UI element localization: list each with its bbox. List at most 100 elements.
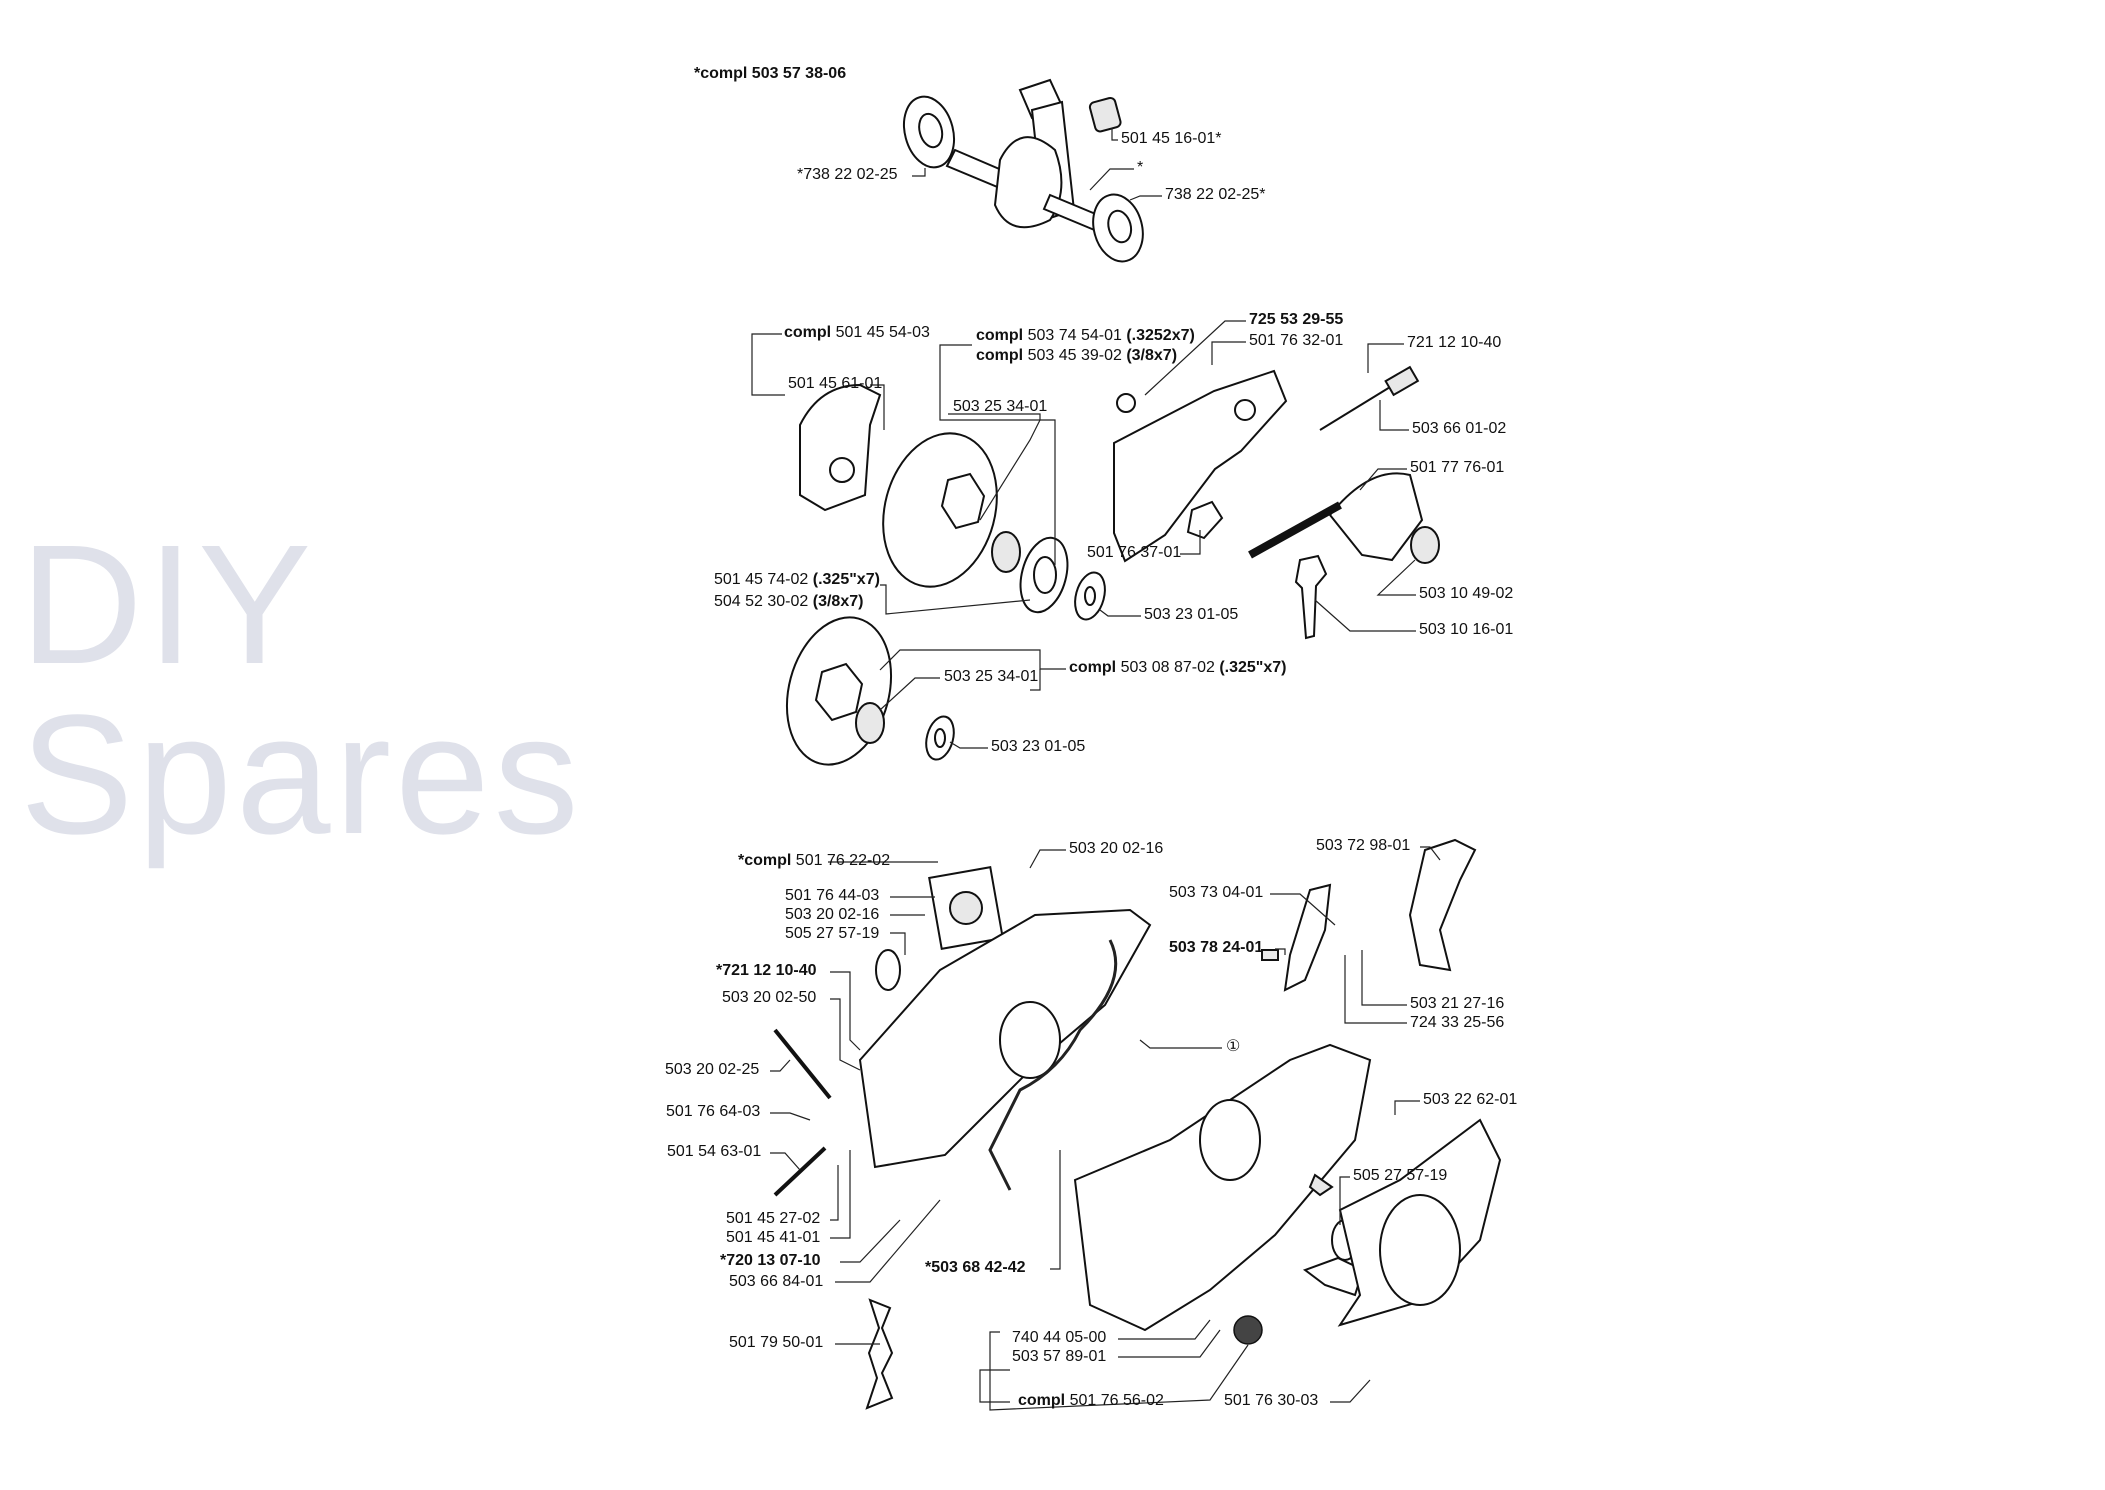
part-label-text: *738 22 02-25 bbox=[797, 166, 898, 183]
part-label-s3-compl: *compl 501 76 22-02 bbox=[738, 853, 890, 869]
part-label-s3-bolt50: 503 20 02-50 bbox=[722, 990, 816, 1006]
part-label-text: 503 25 34-01 bbox=[944, 668, 1039, 685]
part-label-text: 740 44 05-00 bbox=[1012, 1329, 1107, 1346]
part-label-text: 501 45 27-02 bbox=[726, 1210, 821, 1227]
part-label-text: 501 77 76-01 bbox=[1410, 459, 1505, 476]
part-label-bold-text: 725 53 29-55 bbox=[1249, 311, 1344, 328]
part-label-s1-crank: * bbox=[1137, 160, 1143, 176]
part-label-s1-compl: *compl 503 57 38-06 bbox=[694, 66, 846, 82]
part-label-s1-needle: 501 45 16-01* bbox=[1121, 131, 1222, 147]
part-label-text: 503 22 62-01 bbox=[1423, 1091, 1518, 1108]
part-label-s3-cover: 501 76 44-03 bbox=[785, 888, 879, 904]
part-label-s2-guide: 501 76 37-01 bbox=[1087, 545, 1181, 561]
part-label-s3-seal-l: 505 27 57-19 bbox=[785, 926, 879, 942]
part-label-text: 721 12 10-40 bbox=[1407, 334, 1502, 351]
part-label-s3-grommet: 503 78 24-01 bbox=[1169, 940, 1263, 956]
part-label-s3-gasket: *503 68 42-42 bbox=[925, 1260, 1026, 1276]
part-label-s2-washer1: 503 23 01-05 bbox=[1144, 607, 1238, 623]
part-label-s2-clutch: 501 45 61-01 bbox=[788, 376, 882, 392]
part-label-text: 503 10 16-01 bbox=[1419, 621, 1514, 638]
part-label-bold-text: (3/8x7) bbox=[1126, 347, 1178, 364]
part-label-text: 724 33 25-56 bbox=[1410, 1014, 1505, 1031]
part-label-bold-text: *721 12 10-40 bbox=[716, 962, 817, 979]
part-label-text: 501 76 30-03 bbox=[1224, 1392, 1319, 1409]
part-label-s3-seal-r: 505 27 57-19 bbox=[1353, 1168, 1447, 1184]
part-label-s2-shaft: 503 66 01-02 bbox=[1412, 421, 1506, 437]
part-label-bold-text: (3/8x7) bbox=[812, 593, 864, 610]
part-label-s3-ref1: ① bbox=[1226, 1039, 1240, 1055]
clutch-and-oil-pump-assembly bbox=[751, 320, 1440, 766]
part-label-text: 501 76 32-01 bbox=[1249, 332, 1344, 349]
part-label-bold-text: *compl bbox=[738, 852, 792, 869]
part-label-s3-clamp: 503 22 62-01 bbox=[1423, 1092, 1517, 1108]
part-label-text: 501 45 41-01 bbox=[726, 1229, 821, 1246]
part-label-text: 501 45 74-02 bbox=[714, 571, 813, 588]
part-label-s3-bolt25: 503 20 02-25 bbox=[665, 1062, 759, 1078]
part-label-text: 503 10 49-02 bbox=[1419, 585, 1514, 602]
part-label-text: 503 25 34-01 bbox=[953, 398, 1048, 415]
watermark: DIY Spares bbox=[20, 510, 583, 870]
part-label-text: 503 74 54-01 bbox=[1023, 327, 1127, 344]
part-label-text: 501 76 64-03 bbox=[666, 1103, 761, 1120]
part-label-text: 501 45 16-01* bbox=[1121, 130, 1222, 147]
part-label-s3-clip: 503 57 89-01 bbox=[1012, 1349, 1106, 1365]
part-label-text: 501 76 56-02 bbox=[1065, 1392, 1164, 1409]
part-label-text: 503 45 39-02 bbox=[1023, 347, 1127, 364]
part-label-text: 505 27 57-19 bbox=[1353, 1167, 1448, 1184]
part-label-bold-text: (.3252x7) bbox=[1126, 327, 1195, 344]
part-label-text: * bbox=[1137, 159, 1144, 176]
part-label-text: 503 20 02-50 bbox=[722, 989, 817, 1006]
part-label-bold-text: compl bbox=[1069, 659, 1117, 676]
part-label-s3-screw2: 503 20 02-16 bbox=[785, 907, 879, 923]
part-label-text: 501 76 44-03 bbox=[785, 887, 880, 904]
part-label-s2-drum2: compl 503 08 87-02 (.325"x7) bbox=[1069, 660, 1287, 676]
part-label-s3-pin: *721 12 10-40 bbox=[716, 963, 817, 979]
part-label-bold-text: compl bbox=[784, 324, 832, 341]
part-label-s3-oring: 740 44 05-00 bbox=[1012, 1330, 1106, 1346]
part-label-s2-pump: 501 77 76-01 bbox=[1410, 460, 1504, 476]
part-label-s3-valve: 501 76 64-03 bbox=[666, 1104, 760, 1120]
part-label-s2-needle2: 503 25 34-01 bbox=[944, 669, 1038, 685]
part-label-text: 503 20 02-16 bbox=[785, 906, 880, 923]
part-label-bold-text: compl bbox=[976, 327, 1024, 344]
part-label-s3-nut27: 501 45 27-02 bbox=[726, 1211, 820, 1227]
part-label-bold-text: *720 13 07-10 bbox=[720, 1252, 821, 1269]
part-label-text: 501 45 61-01 bbox=[788, 375, 883, 392]
part-label-s2-pin: 721 12 10-40 bbox=[1407, 335, 1501, 351]
part-label-s3-guard: 501 76 30-03 bbox=[1224, 1393, 1318, 1409]
part-label-s2-adjust: 503 10 16-01 bbox=[1419, 622, 1513, 638]
part-label-s2-rim-b: 504 52 30-02 (3/8x7) bbox=[714, 594, 863, 610]
part-label-text: 503 20 02-25 bbox=[665, 1061, 760, 1078]
part-label-s1-bear-r: 738 22 02-25* bbox=[1165, 187, 1266, 203]
part-label-text: 503 08 87-02 bbox=[1116, 659, 1220, 676]
part-label-s2-plate: 501 76 32-01 bbox=[1249, 333, 1343, 349]
part-label-text: 503 66 84-01 bbox=[729, 1273, 824, 1290]
part-label-text: 503 66 01-02 bbox=[1412, 420, 1507, 437]
part-label-s2-needle1: 503 25 34-01 bbox=[953, 399, 1047, 415]
part-label-bold-text: *503 68 42-42 bbox=[925, 1259, 1026, 1276]
part-label-text: 503 23 01-05 bbox=[1144, 606, 1239, 623]
crankshaft-assembly bbox=[903, 78, 1162, 263]
part-label-s3-plate: 503 73 04-01 bbox=[1169, 885, 1263, 901]
part-label-s3-deflector: 503 72 98-01 bbox=[1316, 838, 1410, 854]
part-label-text: 503 72 98-01 bbox=[1316, 837, 1411, 854]
part-label-text: 501 45 54-03 bbox=[831, 324, 930, 341]
part-label-s2-worm: 503 10 49-02 bbox=[1419, 586, 1513, 602]
part-label-s3-screw16: 503 21 27-16 bbox=[1410, 996, 1504, 1012]
part-label-text: 503 57 89-01 bbox=[1012, 1348, 1107, 1365]
part-label-text: 503 20 02-16 bbox=[1069, 840, 1164, 857]
part-label-s3-screw-top: 503 20 02-16 bbox=[1069, 841, 1163, 857]
part-label-bold-text: *compl 503 57 38-06 bbox=[694, 65, 847, 82]
part-label-s2-screw: 725 53 29-55 bbox=[1249, 312, 1343, 328]
part-label-s3-pin720: *720 13 07-10 bbox=[720, 1253, 821, 1269]
part-label-text: 503 23 01-05 bbox=[991, 738, 1086, 755]
part-label-s2-drum-a: compl 503 74 54-01 (.3252x7) bbox=[976, 328, 1195, 344]
part-label-s2-drum-b: compl 503 45 39-02 (3/8x7) bbox=[976, 348, 1177, 364]
part-label-s3-screw63: 501 54 63-01 bbox=[667, 1144, 761, 1160]
part-label-text: 738 22 02-25* bbox=[1165, 186, 1266, 203]
part-label-bold-text: compl bbox=[1018, 1392, 1066, 1409]
part-label-s3-cable: 503 66 84-01 bbox=[729, 1274, 823, 1290]
part-label-s2-clutch-compl: compl 501 45 54-03 bbox=[784, 325, 930, 341]
part-label-text: 505 27 57-19 bbox=[785, 925, 880, 942]
part-label-text: 501 76 22-02 bbox=[791, 852, 891, 869]
